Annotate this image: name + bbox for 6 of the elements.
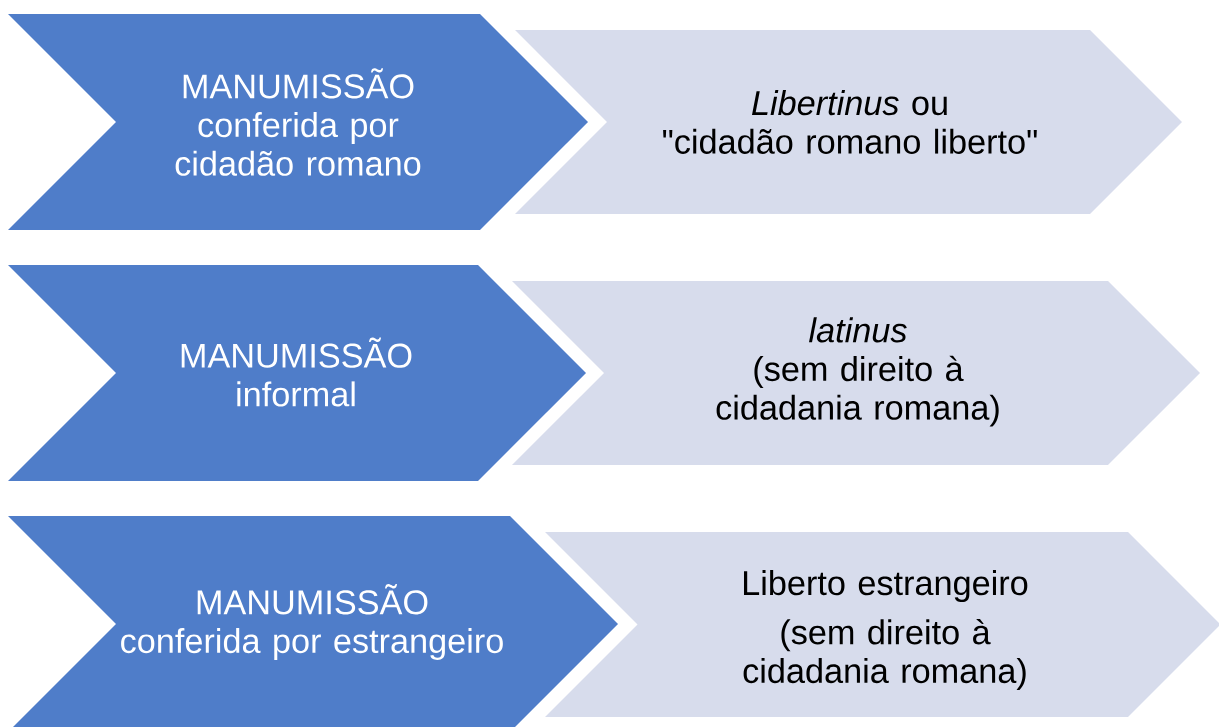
chevron-box: MANUMISSÃO conferida por estrangeiro <box>8 516 618 727</box>
chevron-box: Libertinus ou "cidadão romano liberto" <box>515 30 1182 214</box>
chevron-box: Liberto estrangeiro (sem direito à cidadania romana) <box>545 532 1219 717</box>
chevron-box: latinus (sem direito à cidadania romana) <box>512 281 1200 465</box>
chevron-box: MANUMISSÃO informal <box>8 265 586 481</box>
chevron-box: MANUMISSÃO conferida por cidadão romano <box>8 14 588 230</box>
